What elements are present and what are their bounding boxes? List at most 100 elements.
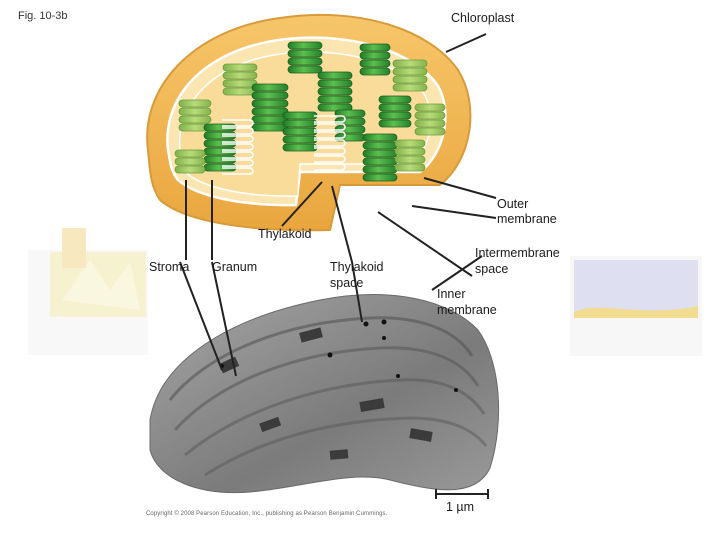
thylakoid-disc xyxy=(174,157,206,166)
granum-stack xyxy=(414,103,446,136)
thylakoid-disc xyxy=(362,149,398,158)
granum-stack xyxy=(378,95,412,128)
thylakoid-space-cutaway xyxy=(222,135,254,143)
thylakoid-disc xyxy=(287,49,323,58)
thylakoid-space-cutaway xyxy=(222,143,254,151)
thylakoid-disc xyxy=(222,79,258,88)
thylakoid-disc xyxy=(317,79,353,88)
thylakoid-disc xyxy=(222,87,258,96)
leader-inner-membrane xyxy=(423,177,497,199)
granum-stack xyxy=(174,149,206,174)
leader-granum-em xyxy=(211,261,237,377)
thylakoid-disc xyxy=(174,165,206,174)
granum-stack xyxy=(392,59,428,92)
thylakoid-disc xyxy=(251,91,289,100)
thylakoid-disc xyxy=(287,41,323,50)
granum-stack xyxy=(394,139,426,172)
label-intermembrane-space-line1: Intermembrane xyxy=(475,246,560,260)
thylakoid-disc xyxy=(359,59,391,68)
thylakoid-disc xyxy=(251,107,289,116)
thylakoid-disc xyxy=(287,65,323,74)
thylakoid-disc xyxy=(392,67,428,76)
thylakoid-space-cutaway xyxy=(222,151,254,159)
leader-lines xyxy=(179,33,497,377)
label-thylakoid: Thylakoid xyxy=(258,227,312,241)
thylakoid-space-cutaway xyxy=(222,127,254,135)
thylakoid-disc xyxy=(394,147,426,156)
thylakoid-disc xyxy=(362,141,398,150)
thylakoid-disc xyxy=(359,67,391,76)
thylakoid-disc xyxy=(251,123,289,132)
thylakoid-disc xyxy=(378,119,412,128)
thylakoid-space-cutaway xyxy=(314,115,346,123)
thylakoid-disc xyxy=(414,119,446,128)
grana-stacks xyxy=(174,41,446,182)
thylakoid-disc xyxy=(378,103,412,112)
thylakoid-disc xyxy=(378,95,412,104)
leader-inner-membrane-em xyxy=(431,255,483,291)
granum-stack xyxy=(287,41,323,74)
electron-micrograph xyxy=(149,294,500,494)
thylakoid-disc xyxy=(362,133,398,142)
label-stroma: Stroma xyxy=(149,260,190,274)
thylakoid-space-cutaway xyxy=(314,155,346,163)
label-thylakoid-space-line2: space xyxy=(330,276,364,290)
thylakoid-disc xyxy=(392,75,428,84)
thylakoid-space-cutaway xyxy=(314,147,346,155)
thylakoid-space-cutaway xyxy=(314,131,346,139)
granum-stack xyxy=(251,83,289,132)
leader-chloroplast xyxy=(445,33,487,53)
copyright-notice: Copyright © 2008 Pearson Education, Inc.… xyxy=(146,511,388,517)
label-inner-membrane-line1: Inner xyxy=(437,287,466,301)
figure-number: Fig. 10-3b xyxy=(18,10,68,22)
thylakoid-disc xyxy=(362,165,398,174)
thylakoid-disc xyxy=(392,59,428,68)
thylakoid-disc xyxy=(317,71,353,80)
thylakoid-disc xyxy=(251,99,289,108)
thylakoid-disc xyxy=(394,163,426,172)
label-outer-membrane-line1: Outer xyxy=(497,197,529,211)
thylakoid-space-cutaway xyxy=(222,119,254,127)
thylakoid-disc xyxy=(178,115,212,124)
thylakoid-disc xyxy=(251,115,289,124)
granum-stack xyxy=(178,99,212,132)
leader-thylakoid xyxy=(281,181,323,227)
thylakoid-disc xyxy=(222,71,258,80)
scale-bar xyxy=(435,489,489,499)
label-granum: Granum xyxy=(212,260,258,274)
thylakoid-space-cutaway xyxy=(314,123,346,131)
leader-thylakoid-space xyxy=(331,185,353,263)
thylakoid-space-cutaway xyxy=(222,159,254,167)
thylakoid-disc xyxy=(414,103,446,112)
label-inner-membrane-line2: membrane xyxy=(437,303,497,317)
thylakoid-disc xyxy=(282,143,318,152)
thylakoid-disc xyxy=(359,51,391,60)
thylakoid-disc xyxy=(287,57,323,66)
thylakoid-disc xyxy=(282,111,318,120)
thylakoid-disc xyxy=(359,43,391,52)
thylakoid-space-cutaway xyxy=(314,139,346,147)
granum-stack xyxy=(359,43,391,76)
thylakoid-disc xyxy=(317,103,353,112)
thylakoid-disc xyxy=(178,99,212,108)
granum-stack xyxy=(282,111,318,152)
leader-outer-membrane xyxy=(411,205,497,219)
thylakoid-disc xyxy=(317,95,353,104)
background-right-panel xyxy=(570,256,702,356)
thylakoid-disc xyxy=(178,107,212,116)
thylakoid-space-cutaway xyxy=(314,163,346,171)
leader-stroma-em xyxy=(179,261,223,371)
label-intermembrane-space-line2: space xyxy=(475,262,509,276)
thylakoid-disc xyxy=(394,139,426,148)
background-left-panel xyxy=(28,228,148,355)
label-thylakoid-space-line1: Thylakoid xyxy=(330,260,384,274)
granum-stack xyxy=(317,71,353,112)
thylakoid-disc xyxy=(174,149,206,158)
thylakoid-disc xyxy=(282,135,318,144)
thylakoid-disc xyxy=(317,87,353,96)
thylakoid-disc xyxy=(392,83,428,92)
thylakoid-disc xyxy=(378,111,412,120)
thylakoid-disc xyxy=(362,173,398,182)
